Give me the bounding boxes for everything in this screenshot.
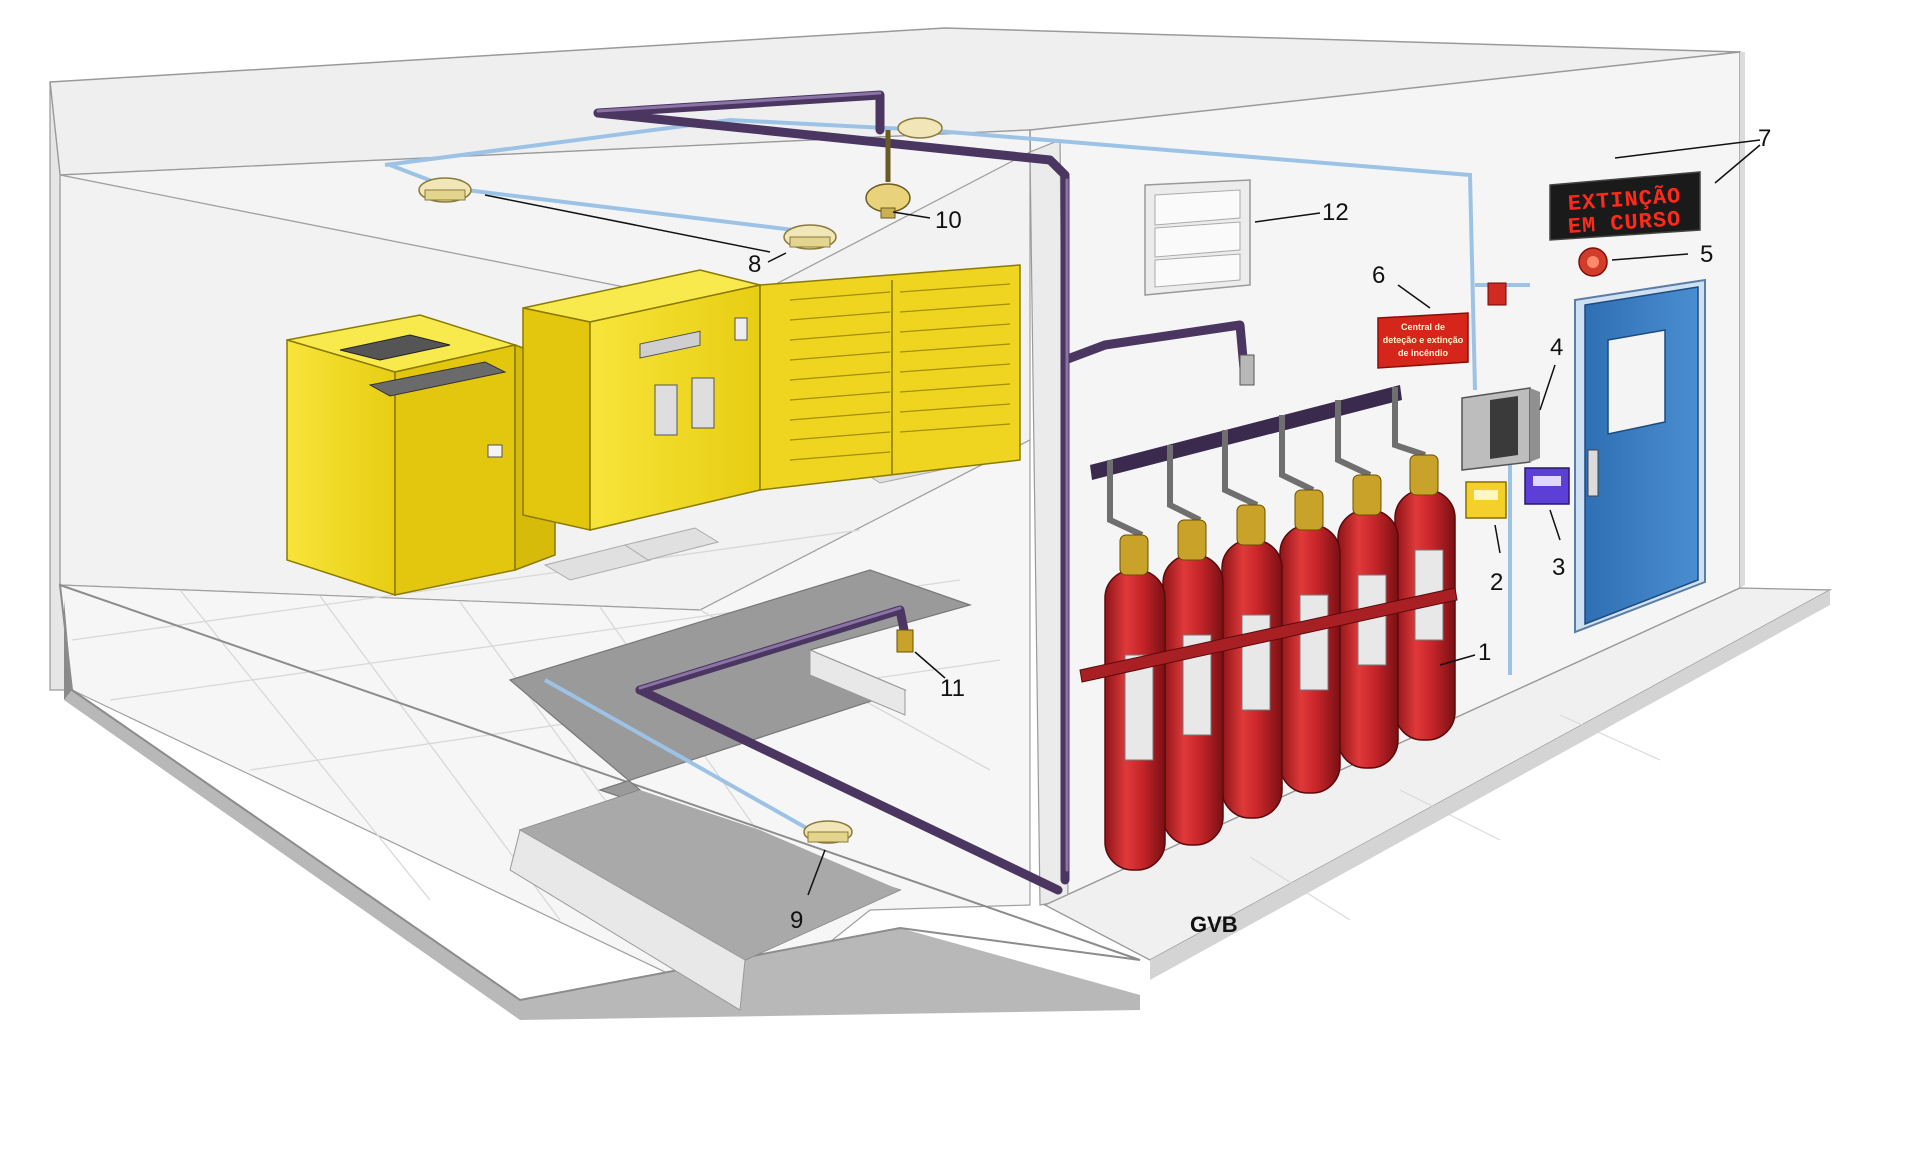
callout-8: 8 bbox=[748, 251, 761, 278]
smoke-detector-ceiling-left bbox=[418, 177, 472, 203]
smoke-detector-underfloor bbox=[803, 820, 853, 844]
callout-leaders bbox=[484, 139, 1761, 896]
floor-cutout-face bbox=[520, 790, 900, 960]
discharge-piping bbox=[593, 90, 1250, 895]
extinction-warning-sign: EXTINÇÃO EM CURSO bbox=[1549, 171, 1701, 241]
smoke-detector-ceiling-back bbox=[897, 117, 943, 139]
callout-9: 9 bbox=[790, 907, 803, 934]
right-outer-wall bbox=[1740, 52, 1745, 588]
cylinder-3 bbox=[1221, 504, 1283, 819]
smoke-detector-ceiling-right bbox=[783, 224, 837, 250]
callout-6: 6 bbox=[1372, 262, 1385, 289]
cylinder-2 bbox=[1162, 519, 1224, 846]
alarm-bell bbox=[1578, 247, 1608, 277]
manifold bbox=[1090, 354, 1426, 538]
brand-mark: GVB bbox=[1190, 912, 1238, 937]
abort-switch bbox=[1487, 282, 1507, 306]
discharge-nozzle-underfloor bbox=[896, 629, 914, 653]
callout-3: 3 bbox=[1552, 554, 1565, 581]
callout-12: 12 bbox=[1322, 199, 1349, 226]
callout-7: 7 bbox=[1758, 125, 1771, 152]
floor-lip-right bbox=[809, 649, 906, 716]
equipment-cabinets bbox=[286, 264, 1021, 597]
callout-2: 2 bbox=[1490, 569, 1503, 596]
callout-5: 5 bbox=[1700, 241, 1713, 268]
cylinder-1 bbox=[1104, 534, 1166, 871]
control-panel-sign-line3: de incêndio bbox=[1398, 348, 1449, 358]
control-panel-sign: Central de deteção e extinção de incêndi… bbox=[1377, 312, 1469, 369]
callout-1: 1 bbox=[1478, 639, 1491, 666]
cylinder-5 bbox=[1337, 474, 1399, 769]
callout-4: 4 bbox=[1550, 334, 1563, 361]
manual-release-blue bbox=[1524, 467, 1570, 505]
discharge-nozzle-ceiling bbox=[865, 130, 911, 219]
discharge-piping-highlight bbox=[596, 91, 1069, 872]
manual-release-yellow bbox=[1465, 481, 1507, 519]
floor-lip-left bbox=[509, 829, 746, 1011]
callout-11: 11 bbox=[940, 675, 965, 702]
underfloor-plenum bbox=[64, 690, 1140, 1020]
right-floor-edge bbox=[1150, 590, 1830, 980]
wall-vent-grille bbox=[1144, 179, 1251, 296]
control-panel bbox=[1461, 387, 1540, 471]
callout-labels: 1 2 3 4 5 6 7 8 9 10 11 12 bbox=[748, 125, 1771, 934]
agent-cylinders bbox=[1079, 454, 1458, 871]
control-panel-sign-line2: deteção e extinção bbox=[1383, 335, 1464, 345]
callout-10: 10 bbox=[935, 207, 962, 234]
door bbox=[1574, 278, 1706, 634]
control-panel-sign-line1: Central de bbox=[1401, 322, 1445, 332]
cylinder-restraint bbox=[1079, 587, 1458, 683]
cylinder-4 bbox=[1279, 489, 1341, 794]
